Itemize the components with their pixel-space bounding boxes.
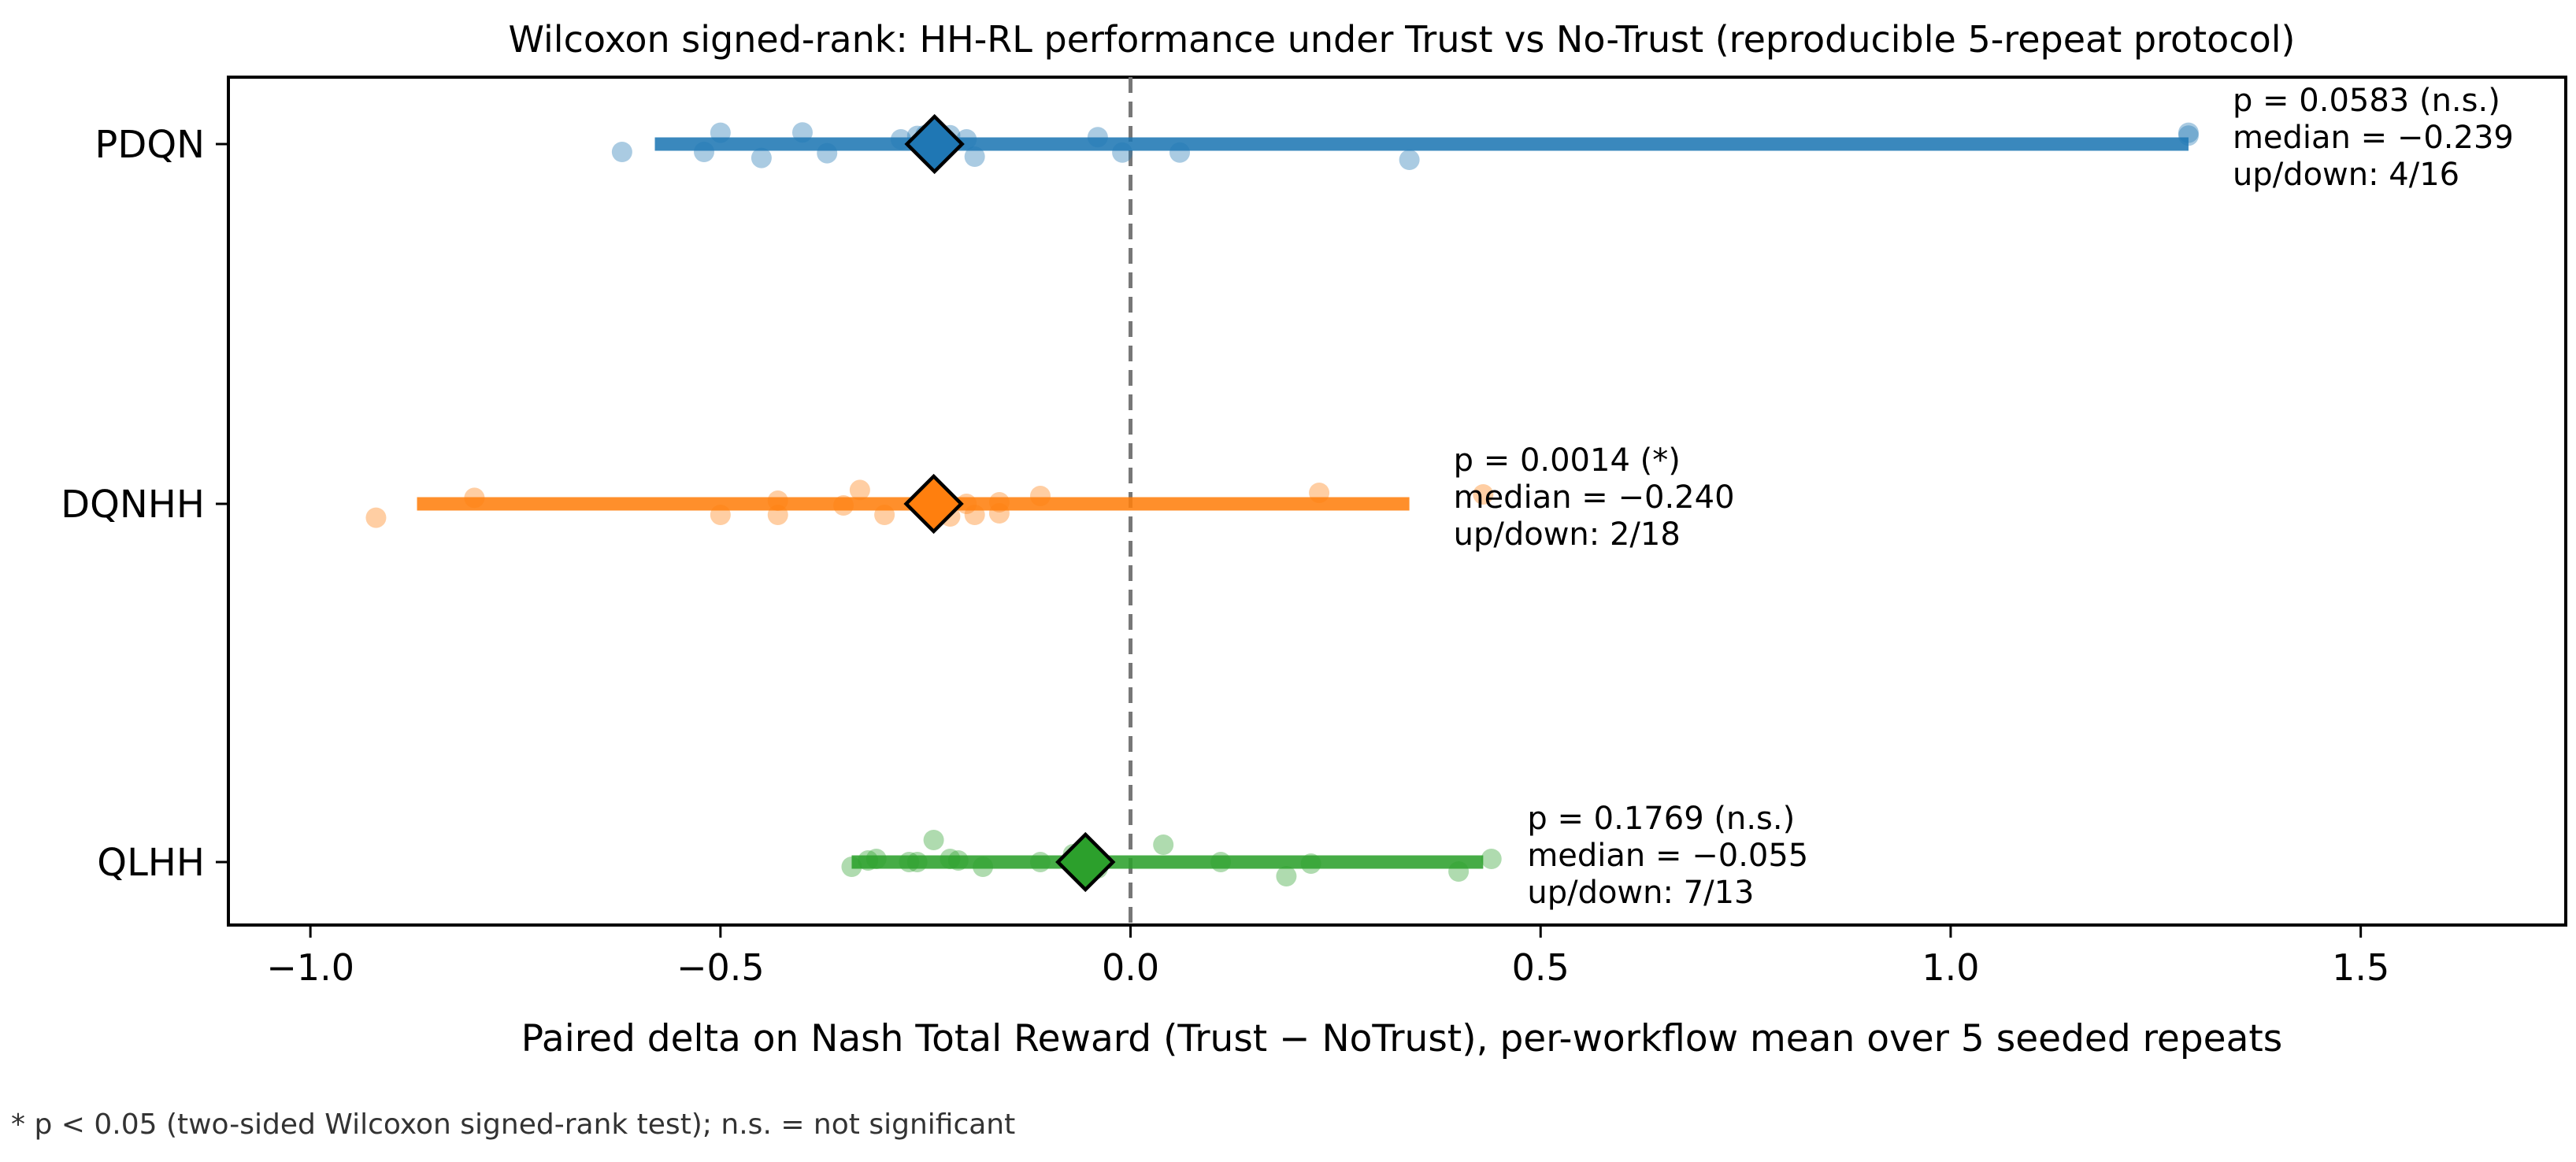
data-point (964, 146, 985, 167)
chart-title: Wilcoxon signed-rank: HH-RL performance … (509, 18, 2296, 61)
plot-frame (227, 76, 2567, 927)
stat-annotation: median = −0.240 (1454, 479, 1735, 516)
data-point (1473, 484, 1494, 505)
x-tick-label: 1.5 (2332, 946, 2389, 989)
stat-annotation: p = 0.1769 (n.s.) (1527, 801, 1795, 837)
stat-annotation: median = −0.055 (1527, 838, 1808, 874)
data-point (751, 147, 772, 168)
data-point (923, 830, 944, 850)
median-marker (904, 113, 965, 175)
x-axis-label: Paired delta on Nash Total Reward (Trust… (521, 1017, 2283, 1060)
data-point (365, 507, 387, 528)
stat-annotation: up/down: 7/13 (1527, 875, 1754, 911)
stat-annotation: p = 0.0014 (*) (1454, 442, 1681, 479)
plot-area: −1.0 −0.5 0.0 0.5 1.0 1.5 PDQN p = 0.0583 (n.s.… (61, 76, 2567, 989)
data-point (849, 479, 870, 501)
x-tick-label: −0.5 (676, 946, 765, 989)
median-marker (1055, 831, 1116, 893)
y-tick-label: QLHH (97, 841, 205, 885)
x-tick-label: 0.0 (1102, 946, 1159, 989)
data-point (1399, 150, 1420, 170)
stat-annotation: median = −0.239 (2233, 120, 2514, 156)
x-tick-label: 1.0 (1922, 946, 1979, 989)
footnote: * p < 0.05 (two-sided Wilcoxon signed-ra… (11, 1108, 1015, 1141)
y-tick-label: DQNHH (61, 483, 205, 527)
data-point (1481, 849, 1502, 869)
median-marker (903, 473, 964, 535)
stat-annotation: up/down: 2/18 (1454, 516, 1681, 553)
stat-annotation: p = 0.0583 (n.s.) (2233, 83, 2500, 119)
x-tick-label: −1.0 (266, 946, 354, 989)
data-point (1153, 834, 1174, 855)
data-point (1276, 866, 1297, 886)
stat-annotation: up/down: 4/16 (2233, 157, 2459, 193)
y-tick-label: PDQN (95, 123, 205, 167)
data-point (611, 142, 632, 162)
x-tick-label: 0.5 (1512, 946, 1570, 989)
